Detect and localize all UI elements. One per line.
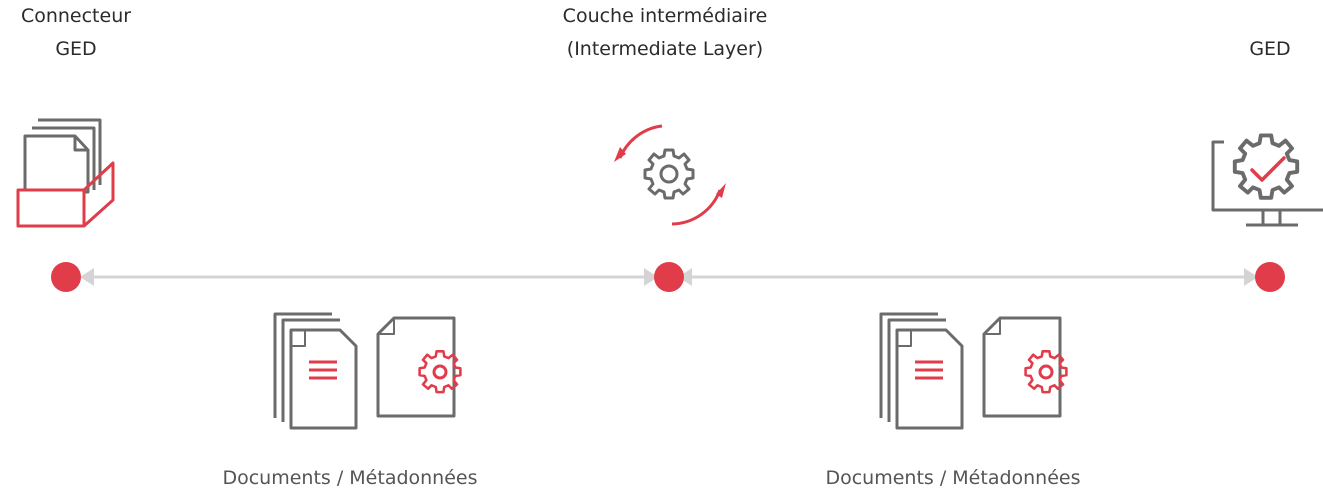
metadata-document-icon <box>376 316 462 418</box>
document-tray-icon <box>16 118 115 228</box>
documents-stack-icon <box>273 312 358 430</box>
intermediate-label-line-1: Couche intermédiaire <box>562 5 768 27</box>
flow-line-left <box>80 268 658 286</box>
flow-caption-left: Documents / Métadonnées <box>222 467 478 489</box>
ged-label-line-1: GED <box>1249 38 1291 60</box>
arrowhead-left-icon <box>80 268 94 286</box>
monitor-gear-check-icon <box>1211 133 1323 227</box>
arrowhead-right-icon <box>1244 268 1258 286</box>
intermediate-label: Couche intermédiaire (Intermediate Layer… <box>545 0 785 66</box>
arrowhead-left-icon <box>678 268 692 286</box>
flow-line-right <box>678 268 1258 286</box>
gear-sync-icon <box>614 124 726 226</box>
connector-label-line-1: Connecteur <box>20 5 132 27</box>
documents-stack-icon <box>879 312 964 430</box>
intermediate-label-line-2: (Intermediate Layer) <box>566 38 764 60</box>
arrowhead-right-icon <box>644 268 658 286</box>
connector-node <box>51 262 81 292</box>
metadata-document-icon <box>982 316 1068 418</box>
connector-label: Connecteur GED <box>6 0 146 66</box>
ged-node <box>1255 262 1285 292</box>
connector-label-line-2: GED <box>55 38 97 60</box>
ged-label: GED <box>1230 33 1310 66</box>
intermediate-node <box>654 262 684 292</box>
flow-caption-right: Documents / Métadonnées <box>825 467 1081 489</box>
